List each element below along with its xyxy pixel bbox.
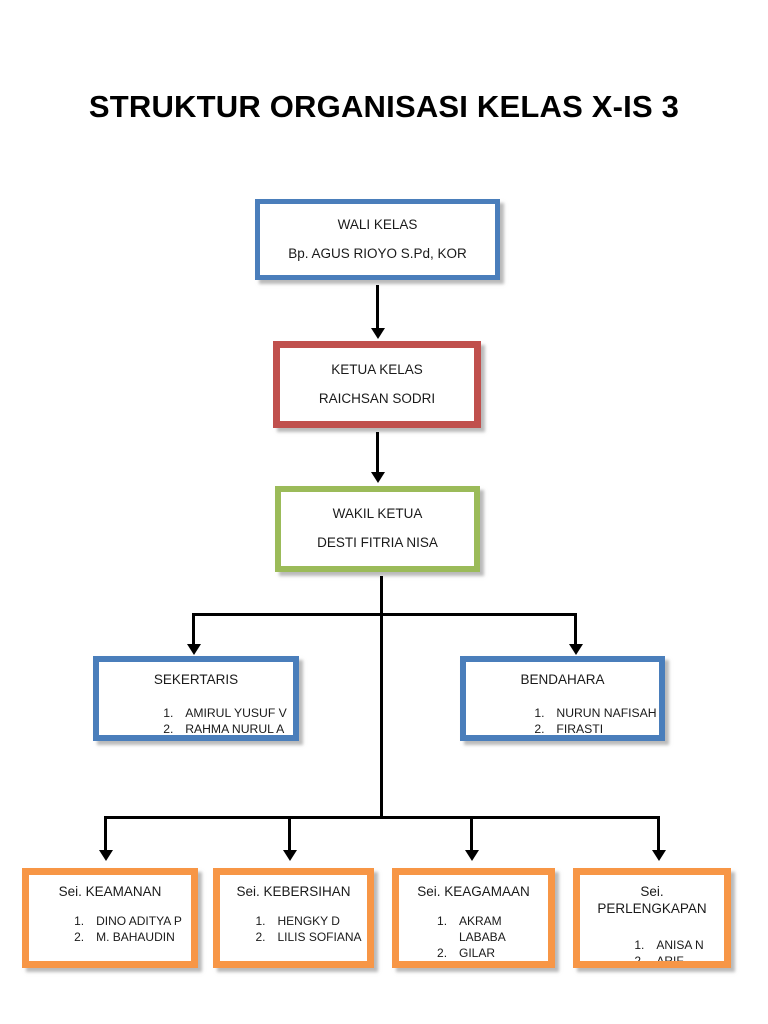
list-item: GILAR [437, 945, 496, 961]
list-item: AMIRUL YUSUF V [163, 705, 287, 721]
node-sei-kebersihan[interactable]: Sei. KEBERSIHAN HENGKY D LILIS SOFIANA [213, 868, 374, 968]
node-sei-keagamaan[interactable]: Sei. KEAGAMAAN AKRAM LABABA GILAR [392, 868, 555, 968]
node-ketua-kelas-title: KETUA KELAS [331, 361, 423, 377]
list-item: HENGKY D [255, 913, 340, 930]
connector-drop-kebersihan [288, 816, 291, 852]
arrow-to-bendahara [569, 644, 583, 655]
node-sekertaris-members: AMIRUL YUSUF V RAHMA NURUL A [161, 705, 287, 737]
node-sei-perlengkapan[interactable]: Sei. PERLENGKAPAN ANISA N ARIF [573, 868, 731, 968]
arrow-to-sei-keagamaan [465, 850, 479, 861]
node-ketua-kelas-subtitle: RAICHSAN SODRI [318, 390, 436, 406]
list-item: AKRAM LABABA [437, 913, 506, 944]
node-sei-keagamaan-members: AKRAM LABABA GILAR [435, 913, 548, 961]
list-item: ARIF [634, 953, 684, 968]
connector-drop-keamanan [104, 816, 107, 852]
arrow-to-sei-kebersihan [283, 850, 297, 861]
list-item: DINO ADITYA P [74, 913, 182, 930]
node-wakil-ketua-subtitle: DESTI FITRIA NISA [317, 535, 438, 550]
node-sei-keamanan-members: DINO ADITYA P M. BAHAUDIN [72, 914, 182, 946]
connector-drop-sekertaris [192, 613, 195, 646]
node-sei-keamanan-title: Sei. KEAMANAN [58, 884, 162, 899]
connector-drop-bendahara [574, 613, 577, 646]
node-sei-kebersihan-title: Sei. KEBERSIHAN [236, 884, 351, 899]
connector-ketua-to-wakil [376, 432, 379, 474]
node-bendahara[interactable]: BENDAHARA NURUN NAFISAH FIRASTI [460, 656, 665, 741]
page-title: STRUKTUR ORGANISASI KELAS X-IS 3 [88, 89, 680, 124]
arrow-to-sekertaris [187, 644, 201, 655]
arrow-to-sei-keamanan [99, 850, 113, 861]
list-item: LILIS SOFIANA [255, 929, 362, 946]
list-item: FIRASTI [534, 721, 604, 737]
node-wakil-ketua-title: WAKIL KETUA [332, 506, 423, 522]
connector-main-trunk [380, 576, 383, 818]
list-item: RAHMA NURUL A [163, 721, 285, 737]
node-ketua-kelas[interactable]: KETUA KELAS RAICHSAN SODRI [273, 341, 481, 428]
list-item: M. BAHAUDIN [74, 929, 175, 946]
connector-wali-to-ketua [376, 285, 379, 331]
node-sei-perlengkapan-members: ANISA N ARIF [632, 937, 704, 968]
connector-branch-bar-level4 [192, 613, 577, 616]
arrow-ketua-to-wakil [371, 472, 385, 483]
node-wakil-ketua[interactable]: WAKIL KETUA DESTI FITRIA NISA [275, 486, 480, 572]
node-bendahara-title: BENDAHARA [520, 672, 605, 687]
node-sei-kebersihan-members: HENGKY D LILIS SOFIANA [253, 914, 361, 946]
list-item: ANISA N [634, 937, 704, 954]
connector-branch-bar-level5 [104, 816, 660, 819]
connector-drop-perlengkapan [657, 816, 660, 852]
connector-drop-keagamaan [470, 816, 473, 852]
node-sekertaris[interactable]: SEKERTARIS AMIRUL YUSUF V RAHMA NURUL A [93, 656, 299, 741]
arrow-wali-to-ketua [371, 328, 385, 339]
node-wali-kelas-subtitle: Bp. AGUS RIOYO S.Pd, KOR [288, 245, 467, 261]
node-sei-keagamaan-title: Sei. KEAGAMAAN [417, 884, 530, 899]
node-sei-keamanan[interactable]: Sei. KEAMANAN DINO ADITYA P M. BAHAUDIN [22, 868, 198, 968]
node-wali-kelas[interactable]: WALI KELAS Bp. AGUS RIOYO S.Pd, KOR [255, 199, 500, 280]
node-sei-perlengkapan-title: Sei. PERLENGKAPAN [597, 884, 707, 916]
list-item: NURUN NAFISAH [534, 705, 657, 721]
node-sekertaris-title: SEKERTARIS [153, 672, 239, 687]
node-bendahara-members: NURUN NAFISAH FIRASTI [532, 705, 657, 737]
node-wali-kelas-title: WALI KELAS [337, 216, 418, 232]
arrow-to-sei-perlengkapan [652, 850, 666, 861]
